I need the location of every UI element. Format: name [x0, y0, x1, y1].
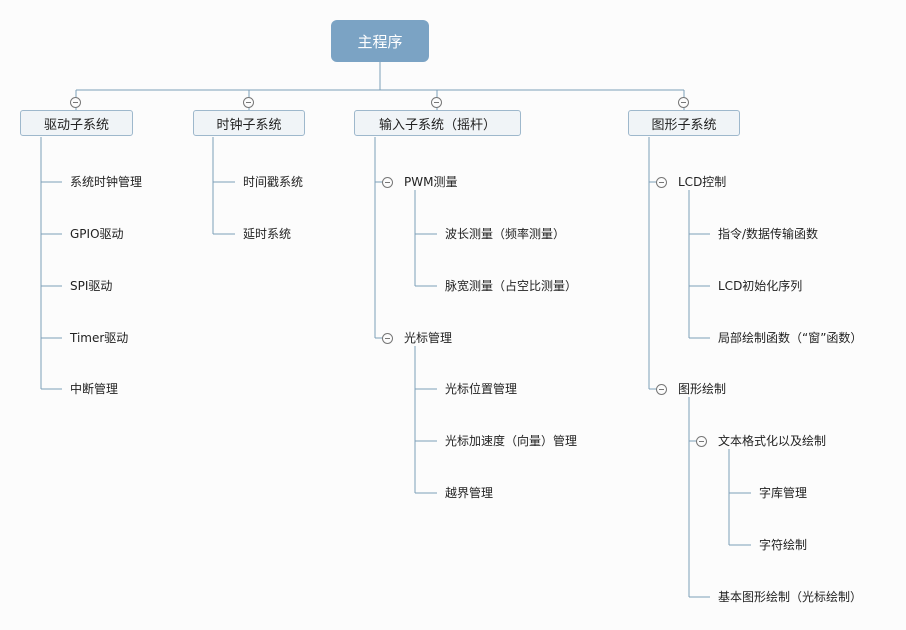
node-graphics-drawing[interactable]: 图形绘制 — [678, 382, 727, 396]
node-out-of-bounds-management[interactable]: 越界管理 — [445, 486, 494, 500]
node-command-data-transfer-functions[interactable]: 指令/数据传输函数 — [718, 227, 819, 241]
node-system-clock-management[interactable]: 系统时钟管理 — [70, 175, 143, 189]
node-text-format-and-draw[interactable]: 文本格式化以及绘制 — [718, 434, 827, 448]
node-interrupt-management[interactable]: 中断管理 — [70, 382, 119, 396]
node-font-library-management[interactable]: 字库管理 — [759, 486, 808, 500]
collapse-toggle-icon[interactable] — [70, 97, 81, 108]
node-wavelength-measurement[interactable]: 波长测量（频率测量） — [445, 227, 566, 241]
node-clock-subsystem[interactable]: 时钟子系统 — [193, 110, 305, 136]
node-gpio-driver[interactable]: GPIO驱动 — [70, 227, 124, 241]
collapse-toggle-icon[interactable] — [696, 436, 707, 447]
node-spi-driver[interactable]: SPI驱动 — [70, 279, 113, 293]
node-delay-system[interactable]: 延时系统 — [243, 227, 292, 241]
collapse-toggle-icon[interactable] — [243, 97, 254, 108]
node-input-subsystem[interactable]: 输入子系统（摇杆） — [354, 110, 521, 136]
node-cursor-position-management[interactable]: 光标位置管理 — [445, 382, 518, 396]
node-partial-draw-functions[interactable]: 局部绘制函数（“窗”函数） — [718, 331, 863, 345]
node-lcd-init-sequence[interactable]: LCD初始化序列 — [718, 279, 803, 293]
collapse-toggle-icon[interactable] — [382, 333, 393, 344]
node-drive-subsystem[interactable]: 驱动子系统 — [20, 110, 133, 136]
node-cursor-management[interactable]: 光标管理 — [404, 331, 453, 345]
node-character-drawing[interactable]: 字符绘制 — [759, 538, 808, 552]
node-timer-driver[interactable]: Timer驱动 — [70, 331, 129, 345]
root-node-main-program[interactable]: 主程序 — [331, 20, 429, 62]
node-pulse-width-measurement[interactable]: 脉宽测量（占空比测量） — [445, 279, 578, 293]
collapse-toggle-icon[interactable] — [656, 177, 667, 188]
node-pwm-measurement[interactable]: PWM测量 — [404, 175, 458, 189]
collapse-toggle-icon[interactable] — [431, 97, 442, 108]
collapse-toggle-icon[interactable] — [382, 177, 393, 188]
node-cursor-acceleration-management[interactable]: 光标加速度（向量）管理 — [445, 434, 578, 448]
node-lcd-control[interactable]: LCD控制 — [678, 175, 727, 189]
node-timestamp-system[interactable]: 时间戳系统 — [243, 175, 304, 189]
node-basic-shape-drawing[interactable]: 基本图形绘制（光标绘制） — [718, 590, 863, 604]
collapse-toggle-icon[interactable] — [678, 97, 689, 108]
node-graphics-subsystem[interactable]: 图形子系统 — [628, 110, 740, 136]
collapse-toggle-icon[interactable] — [656, 384, 667, 395]
